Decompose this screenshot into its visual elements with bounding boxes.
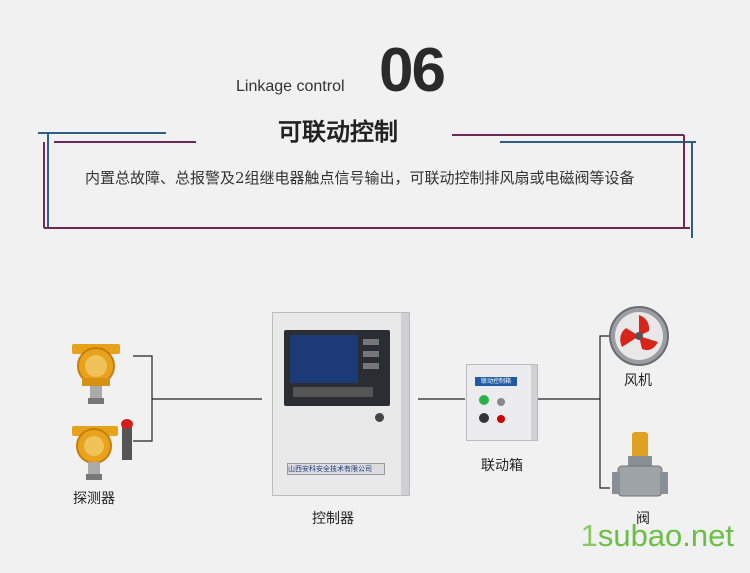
valve-label: 阀 [636,511,650,527]
fan-icon [609,306,669,366]
linkage-box-label: 联动箱 [481,458,523,474]
controller-label: 控制器 [312,511,354,527]
section-title: 可联动控制 [278,117,398,146]
linkage-box: 联动控制箱 [466,364,538,441]
linkage-box-plate: 联动控制箱 [475,377,517,386]
controller-panel: 山西安科安全技术有限公司 [272,312,410,496]
gas-detector-alarm-icon [72,419,133,480]
detectors-label: 探测器 [73,491,115,507]
section-number: 06 [379,36,446,105]
watermark: 1subao.net [580,518,734,553]
gas-detector-icon [72,344,120,404]
description-text: 内置总故障、总报警及2组继电器触点信号输出，可联动控制排风扇或电磁阀等设备 [85,169,635,187]
fan-label: 风机 [624,373,652,389]
valve-icon [612,432,668,497]
controller-brand-plate: 山西安科安全技术有限公司 [287,463,385,475]
controller-screen [290,335,358,383]
section-subtitle: Linkage control [236,78,345,95]
